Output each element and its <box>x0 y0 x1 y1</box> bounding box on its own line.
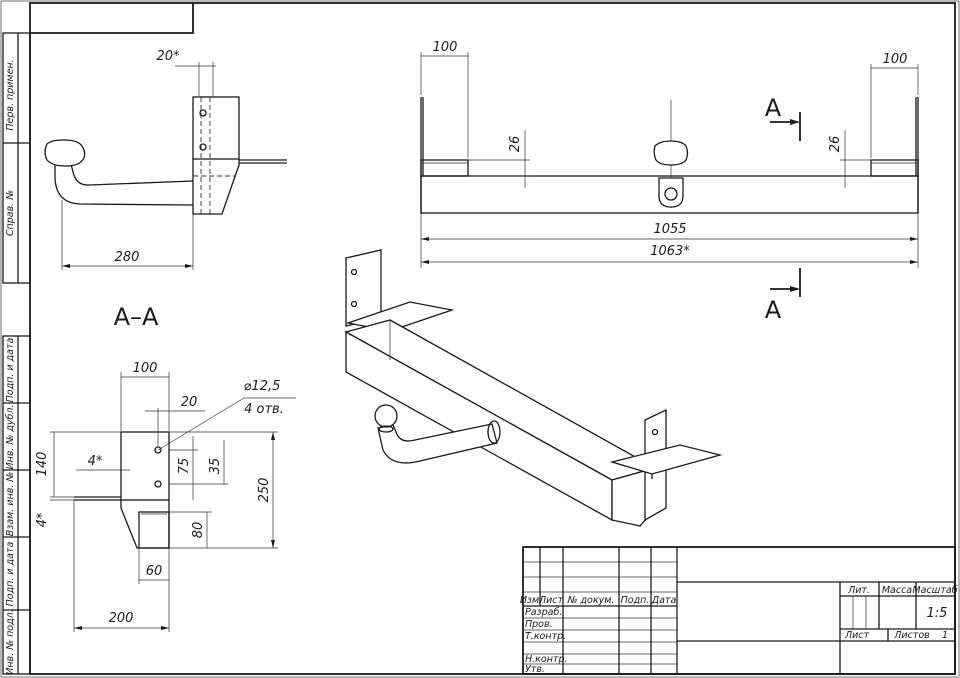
tb-col-data: Дата <box>651 595 677 606</box>
front-dim-26-right: 26 <box>828 136 843 153</box>
tb-row-nkontr: Н.контр. <box>525 654 568 665</box>
tb-sheet-label: Лист <box>844 630 870 641</box>
tb-row-razrab: Разраб. <box>525 607 562 618</box>
section-dim-60: 60 <box>146 564 163 579</box>
tb-row-tkontr: Т.контр. <box>525 631 566 642</box>
strip-label-sprav: Справ. № <box>5 190 16 236</box>
tb-row-prov: Пров. <box>525 619 553 630</box>
strip-label-inv-dubl: Инв. № дубл. <box>5 405 16 470</box>
side-dim-20: 20* <box>156 49 180 64</box>
front-dim-1055: 1055 <box>653 222 686 237</box>
side-view: 20* 280 <box>44 49 287 270</box>
title-block: Изм. Лист № докум. Подп. Дата Разраб. Пр… <box>520 546 958 675</box>
strip-label-perv: Перв. примен. <box>5 59 16 130</box>
section-dim-250: 250 <box>257 478 272 503</box>
front-dim-26-left: 26 <box>508 136 523 153</box>
section-dim-4-left: 4* <box>35 512 50 527</box>
strip-label-vzam: Взам. инв. № <box>5 472 16 537</box>
tb-sheets-label: Листов <box>893 630 930 641</box>
tb-mass-label: Масса <box>882 585 912 596</box>
side-dim-280: 280 <box>115 250 140 265</box>
tb-row-utv: Утв. <box>525 664 545 675</box>
side-strip: Перв. примен. Справ. № Подп. и дата Инв.… <box>2 32 31 675</box>
section-dim-200: 200 <box>109 611 134 626</box>
section-view: А–А 100 20 ⌀12,5 4 отв. 140 4* <box>35 303 296 632</box>
front-dim-1063: 1063* <box>650 244 690 259</box>
tb-scale-label: Масштаб <box>912 585 957 596</box>
section-dim-20: 20 <box>181 395 198 410</box>
tb-sheets-value: 1 <box>942 630 948 641</box>
tb-scale-value: 1:5 <box>927 606 948 621</box>
front-view: 100 100 26 26 1055 1063* А <box>420 40 919 324</box>
section-dim-4-inner: 4* <box>88 454 103 469</box>
section-dim-80: 80 <box>191 522 206 539</box>
strip-label-inv-podl: Инв. № подл. <box>5 609 16 675</box>
tb-col-podp: Подп. <box>621 595 650 606</box>
section-dim-75: 75 <box>177 458 192 475</box>
section-dim-35: 35 <box>208 458 223 475</box>
section-hole-count: 4 отв. <box>244 402 284 417</box>
front-dim-100-right: 100 <box>883 52 908 67</box>
section-dim-140: 140 <box>35 452 50 477</box>
strip-label-podp2: Подп. и дата <box>5 541 16 606</box>
strip-label-podp1: Подп. и дата <box>5 337 16 402</box>
section-hole-diameter: ⌀12,5 <box>244 379 281 394</box>
section-mark-top: А <box>765 94 782 122</box>
tb-col-list: Лист <box>538 595 564 606</box>
section-dim-100: 100 <box>133 361 158 376</box>
front-dim-100-left: 100 <box>433 40 458 55</box>
section-title: А–А <box>114 303 159 331</box>
tb-col-dokum: № докум. <box>567 595 615 606</box>
tb-lit-label: Лит. <box>847 585 870 596</box>
tb-col-izm: Изм. <box>520 595 542 606</box>
isometric-view <box>344 249 723 527</box>
section-mark-bottom: А <box>765 296 782 324</box>
